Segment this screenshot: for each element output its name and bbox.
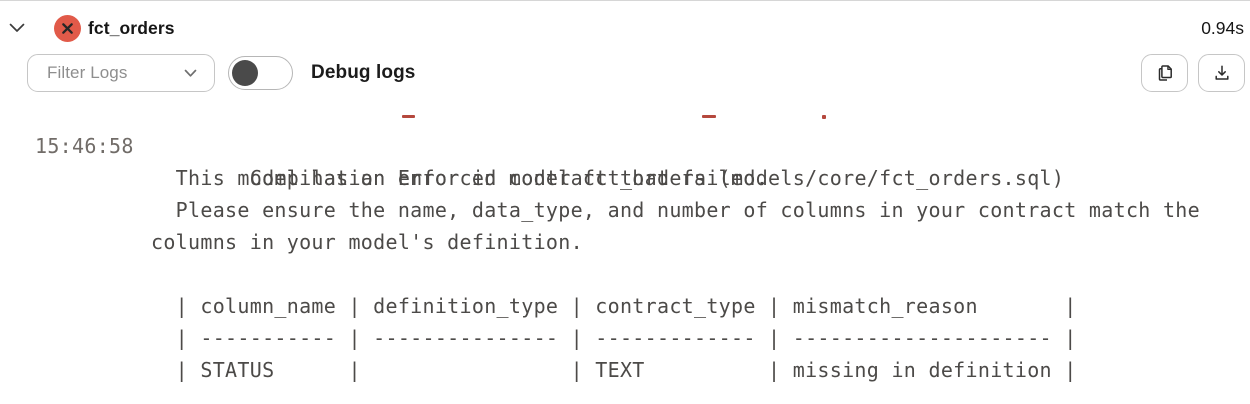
log-output: 15:46:58 Compilation Error in model fct_… [0, 98, 1250, 386]
debug-logs-label: Debug logs [311, 62, 416, 83]
copy-icon [1158, 65, 1172, 81]
log-line: columns in your model's definition. [0, 226, 1250, 258]
log-text: This model has an enforced contract that… [151, 166, 769, 190]
model-title: fct_orders [88, 18, 175, 38]
truncated-red-fragment [822, 115, 826, 119]
chevron-down-icon [184, 69, 197, 78]
log-text: Compilation Error in model fct_orders (m… [225, 166, 1065, 190]
contract-table-header: | column_name | definition_type | contra… [0, 290, 1250, 322]
log-line-blank [0, 258, 1250, 290]
download-icon [1214, 65, 1229, 80]
contract-table-separator: | ----------- | --------------- | ------… [0, 322, 1250, 354]
collapse-chevron-icon[interactable] [9, 22, 25, 34]
truncated-log-line [0, 98, 1250, 130]
error-x-circle-icon [54, 15, 81, 42]
contract-table-row: | STATUS | | TEXT | missing in definitio… [0, 354, 1250, 386]
log-text: | column_name | definition_type | contra… [151, 294, 1077, 318]
log-timestamp: 15:46:58 [35, 134, 134, 158]
log-text: columns in your model's definition. [151, 230, 583, 254]
log-text: | ----------- | --------------- | ------… [151, 326, 1077, 350]
download-logs-button[interactable] [1198, 54, 1245, 92]
copy-logs-button[interactable] [1141, 54, 1188, 92]
filter-logs-label: Filter Logs [47, 63, 128, 82]
log-text: | STATUS | | TEXT | missing in definitio… [151, 358, 1077, 382]
truncated-red-fragment [702, 115, 716, 118]
log-line: 15:46:58 Compilation Error in model fct_… [0, 130, 1250, 190]
log-line: Please ensure the name, data_type, and n… [0, 194, 1250, 226]
debug-logs-toggle[interactable] [228, 56, 293, 90]
toggle-knob [232, 59, 258, 86]
filter-logs-dropdown[interactable]: Filter Logs [27, 54, 215, 92]
log-text: Please ensure the name, data_type, and n… [151, 198, 1200, 222]
log-line: This model has an enforced contract that… [0, 162, 1250, 194]
truncated-red-fragment [402, 115, 415, 118]
run-duration: 0.94s [1201, 18, 1244, 38]
